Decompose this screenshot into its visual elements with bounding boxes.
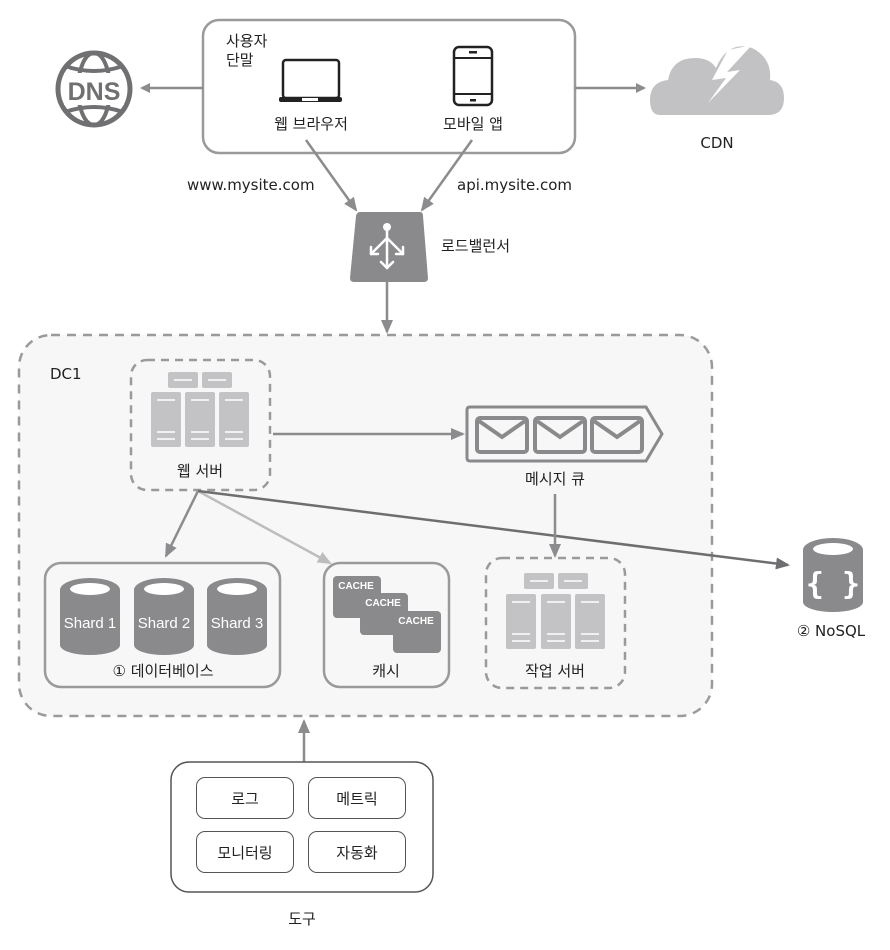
dc1-container <box>17 333 714 718</box>
message-queue-label: 메시지 큐 <box>525 470 585 488</box>
cache-label: 캐시 <box>372 662 400 680</box>
tool-metrics: 메트릭 <box>308 777 406 819</box>
tool-logs: 로그 <box>196 777 294 819</box>
arrow-browser-to-lb <box>304 139 358 212</box>
shard-1-label: Shard 1 <box>64 615 117 632</box>
dns-text: DNS <box>68 78 121 106</box>
shard-3-label: Shard 3 <box>211 615 264 632</box>
laptop-icon <box>279 58 342 102</box>
phone-icon <box>452 45 494 107</box>
dns-label-bg <box>64 73 124 105</box>
cache-item-1: CACHE <box>338 581 374 592</box>
nosql-icon <box>803 538 863 612</box>
arrow-webserver-to-nosql <box>197 489 790 570</box>
shard-2-label: Shard 2 <box>138 615 191 632</box>
web-browser-label: 웹 브라우저 <box>274 115 348 133</box>
database-label: ① 데이터베이스 <box>112 662 214 680</box>
tool-automation: 자동화 <box>308 831 406 873</box>
cache-box <box>322 561 451 689</box>
tools-label: 도구 <box>288 910 316 928</box>
web-domain-label: www.mysite.com <box>187 176 315 194</box>
client-group-label: 사용자 단말 <box>226 32 267 70</box>
arrow-webserver-to-cache <box>197 489 332 565</box>
client-group-label-line1: 사용자 <box>226 32 268 50</box>
worker-server-icon <box>506 573 605 649</box>
nosql-label: ② NoSQL <box>796 622 866 640</box>
load-balancer-label: 로드밸런서 <box>441 237 511 255</box>
cache-icon <box>333 576 441 653</box>
web-server-label: 웹 서버 <box>176 462 224 480</box>
mobile-app-label: 모바일 앱 <box>443 115 503 133</box>
web-server-box <box>129 358 272 492</box>
cdn-label: CDN <box>700 134 734 152</box>
cache-item-2: CACHE <box>365 598 401 609</box>
shard-1-cylinder <box>60 578 120 655</box>
worker-box <box>484 556 627 690</box>
client-group-label-line2: 단말 <box>226 51 254 69</box>
arrow-webserver-to-database <box>164 490 200 558</box>
worker-label: 작업 서버 <box>525 662 585 680</box>
api-domain-label: api.mysite.com <box>457 176 573 194</box>
client-group-box <box>201 18 577 155</box>
dc1-label: DC1 <box>50 365 82 383</box>
load-balancer-icon <box>350 212 428 282</box>
database-box <box>43 561 282 689</box>
tool-monitoring: 모니터링 <box>196 831 294 873</box>
shard-3-cylinder <box>207 578 267 655</box>
nosql-glyph: { } <box>806 567 860 602</box>
cdn-cloud-icon <box>650 45 784 115</box>
message-queue-icon <box>465 405 664 463</box>
web-server-icon <box>151 372 249 447</box>
cache-item-3: CACHE <box>398 616 434 627</box>
arrow-app-to-lb <box>420 139 474 212</box>
shard-2-cylinder <box>134 578 194 655</box>
